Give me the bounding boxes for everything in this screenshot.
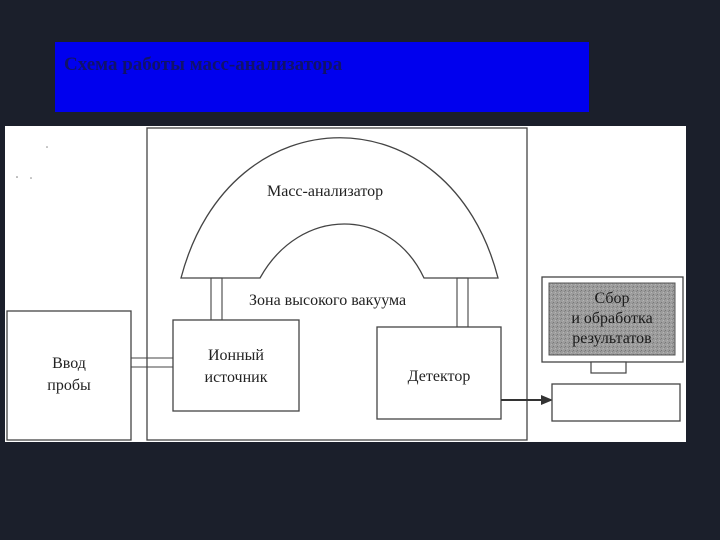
- monitor-screen: [548, 282, 676, 356]
- detector-box: [376, 326, 502, 420]
- mass-analyzer-arch: [180, 137, 499, 279]
- computer-label-2: и обработка: [571, 310, 653, 327]
- computer-label-3: результатов: [572, 330, 652, 347]
- sample-input-box: [6, 310, 132, 441]
- monitor-stand: [590, 361, 627, 374]
- slide-title-bar: Схема работы масс-анализатора: [55, 42, 589, 112]
- sample-input-label-1: Ввод: [52, 355, 86, 372]
- diagram-svg: [6, 127, 684, 441]
- sample-input-label-2: пробы: [47, 377, 91, 394]
- ion-source-label-1: Ионный: [208, 347, 264, 364]
- left-channel: [210, 277, 223, 321]
- vacuum-zone-label: Зона высокого вакуума: [249, 292, 407, 309]
- mass-analyzer-diagram: Масс-анализатор Зона высокого вакуума Вв…: [5, 126, 686, 442]
- slide-title: Схема работы масс-анализатора: [64, 54, 343, 75]
- right-channel: [456, 277, 469, 328]
- system-unit: [551, 383, 681, 422]
- mass-analyzer-label: Масс-анализатор: [267, 183, 384, 200]
- vacuum-chamber: [146, 127, 528, 441]
- computer-label-1: Сбор: [594, 290, 630, 307]
- ion-source-box: [172, 319, 300, 412]
- ion-source-label-2: источник: [204, 369, 268, 386]
- detector-label: Детектор: [407, 368, 471, 385]
